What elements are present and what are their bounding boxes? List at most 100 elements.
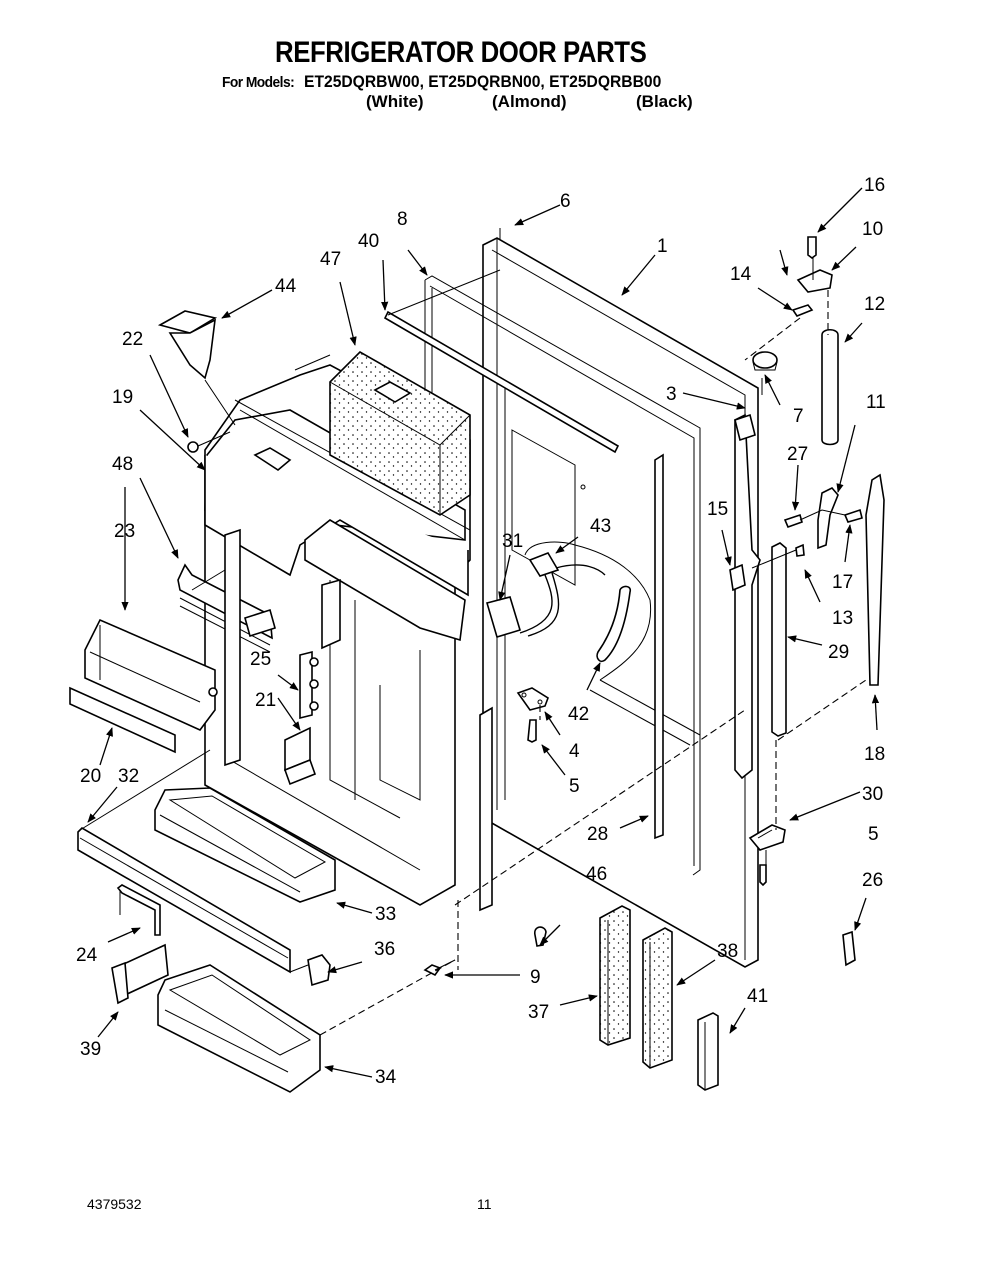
callout-10: 10 (862, 219, 883, 240)
callout-20: 20 (80, 766, 101, 787)
variant-black: (Black) (636, 92, 693, 111)
callout-17: 17 (832, 572, 853, 593)
connection-line (777, 679, 867, 741)
callout-29: 29 (828, 642, 849, 663)
callout-47: 47 (320, 249, 341, 270)
top-hinge (796, 269, 833, 293)
callout-27: 27 (787, 444, 808, 465)
screw-17 (843, 508, 863, 523)
callout-40: 40 (358, 231, 379, 252)
callout-15: 15 (707, 499, 728, 520)
screw-center (527, 719, 537, 743)
callout-48: 48 (112, 454, 133, 475)
callout-11: 11 (866, 392, 886, 413)
connection-line (289, 964, 309, 973)
wiring-harness (519, 541, 652, 681)
callout-12: 12 (864, 294, 885, 315)
bin-support-bracket (116, 884, 161, 936)
callout-36: 36 (374, 939, 395, 960)
connection-line (79, 749, 211, 831)
screw (187, 431, 231, 453)
document-number: 4379532 (87, 1196, 142, 1212)
hinge-pin-cover (821, 328, 839, 446)
foam-strip-37 (599, 905, 631, 1046)
connection-line (744, 317, 801, 361)
callout-16: 16 (864, 175, 885, 196)
screw-right (759, 864, 767, 887)
callout-22: 22 (122, 329, 143, 350)
callout-21: 21 (255, 690, 276, 711)
connection-line (294, 354, 331, 371)
trim-strip (69, 686, 176, 754)
callout-39: 39 (80, 1039, 101, 1060)
callout-3: 3 (666, 384, 677, 405)
callout-32: 32 (118, 766, 139, 787)
end-cap-clip (111, 943, 169, 1005)
callout-38: 38 (717, 941, 738, 962)
hinge-plate (516, 687, 549, 711)
connection-line (204, 379, 236, 426)
callout-46: 46 (586, 864, 607, 885)
model-black: ET25DQRBB00 (549, 72, 662, 91)
connection-line (191, 569, 226, 591)
model-almond: ET25DQRBN00, (428, 72, 545, 91)
callout-6: 6 (560, 191, 571, 212)
door-bin-upper (154, 787, 336, 903)
callout-25: 25 (250, 649, 271, 670)
door-stop-clip (842, 930, 856, 967)
variant-white: (White) (366, 92, 424, 111)
rail-end-cap (307, 954, 331, 987)
light-bulb (534, 926, 547, 947)
side-rail-left (224, 528, 241, 767)
callout-34: 34 (375, 1067, 397, 1088)
hinge-side-channel (729, 413, 761, 780)
callout-42: 42 (568, 704, 589, 725)
bottom-hinge (748, 824, 786, 851)
callout-7: 7 (793, 406, 804, 427)
callout-18: 18 (864, 744, 885, 765)
hinge-screw (807, 236, 817, 259)
connection-line (387, 269, 501, 316)
hinge-bracket (734, 413, 756, 442)
callout-13: 13 (832, 608, 853, 629)
callout-8: 8 (397, 209, 408, 230)
screw-27 (783, 513, 803, 529)
vertical-strip-left (479, 706, 493, 912)
dispenser-housing (204, 399, 471, 642)
vertical-strip-18 (865, 473, 885, 686)
callout-41: 41 (747, 986, 768, 1007)
foam-strip-38 (642, 927, 673, 1069)
connection-line (799, 509, 846, 521)
callout-19: 19 (112, 387, 133, 408)
connection-line (751, 549, 797, 569)
spacer (795, 543, 805, 557)
models-line: For Models: ET25DQRBW00, ET25DQRBN00, ET… (222, 72, 661, 92)
callout-44: 44 (275, 276, 297, 297)
callout-37: 37 (528, 1002, 549, 1023)
callout-23: 23 (114, 521, 135, 542)
connection-line (319, 959, 456, 1036)
vertical-breaker-strip (654, 453, 664, 840)
callout-14: 14 (730, 264, 752, 285)
insulation-foam-block (329, 351, 471, 516)
page-number: 11 (477, 1196, 492, 1212)
dispenser-cover (84, 618, 218, 731)
foam-strip-41 (697, 1012, 719, 1091)
hinge-cap (752, 351, 778, 371)
callout-28: 28 (587, 824, 608, 845)
callout-43: 43 (590, 516, 611, 537)
callout-9: 9 (530, 967, 541, 988)
side-rail-right (321, 578, 341, 650)
model-white: ET25DQRBW00, (304, 72, 424, 91)
clip-shield (283, 726, 317, 786)
callout-33: 33 (375, 904, 396, 925)
page-title: REFRIGERATOR DOOR PARTS (275, 36, 647, 69)
hinge-shim (791, 304, 814, 317)
callout-5-right: 5 (868, 824, 879, 845)
callout-arrows (87, 187, 880, 1078)
vertical-strip-29 (771, 542, 787, 737)
models-label: For Models: (222, 74, 295, 91)
guide-bracket (299, 650, 319, 720)
ice-chute (157, 310, 218, 380)
callout-30: 30 (862, 784, 883, 805)
